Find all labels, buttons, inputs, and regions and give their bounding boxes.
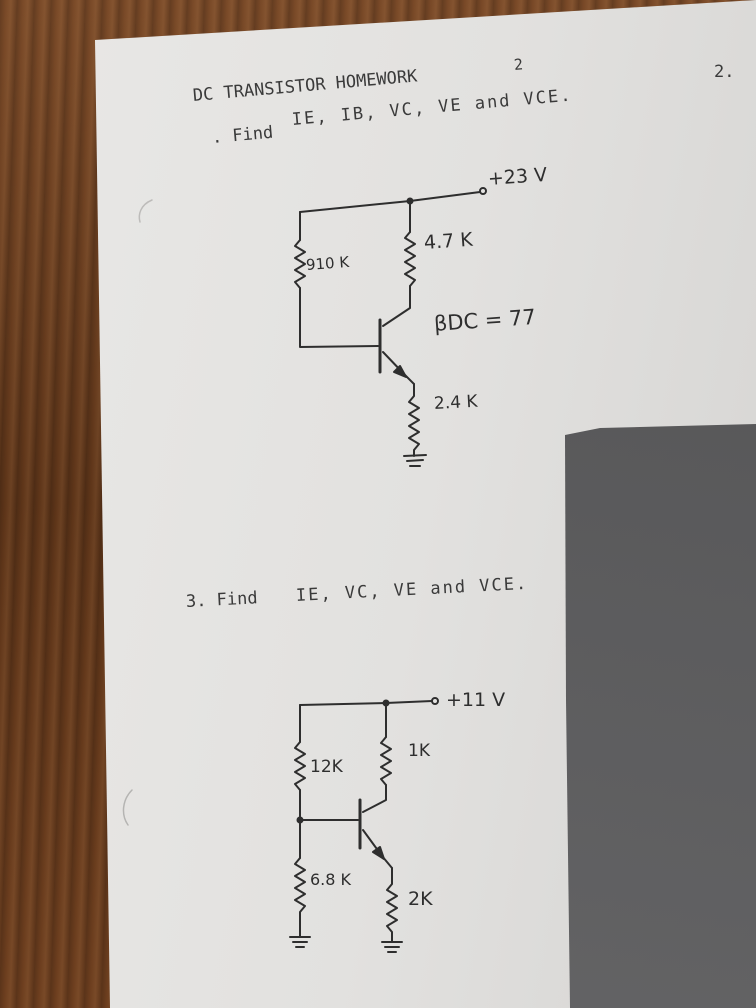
problem2-supply-terminal bbox=[479, 187, 487, 195]
problem2-collector-resistor bbox=[404, 231, 416, 287]
problem3-emitter-resistor-label: 2K bbox=[408, 888, 433, 910]
problem2-left-wire-bottom bbox=[299, 287, 379, 348]
problem3-supply-label: +11 V bbox=[446, 689, 506, 711]
faint-bracket-mark-1 bbox=[138, 199, 153, 223]
problem2-top-rail bbox=[299, 191, 481, 213]
problem3-top-rail bbox=[299, 700, 433, 706]
problem2-circuit bbox=[294, 187, 487, 467]
problem3-left-ground bbox=[289, 936, 311, 948]
problem3-collector-resistor bbox=[380, 736, 392, 786]
problem3-circuit bbox=[289, 697, 439, 953]
problem2-emitter-arrow bbox=[393, 365, 407, 378]
problem2-collector-wire-bottom bbox=[382, 285, 411, 327]
problem3-emitter-resistor bbox=[386, 867, 398, 943]
corner-number: 2. bbox=[714, 62, 735, 82]
problem2-ground bbox=[403, 454, 427, 467]
problem3-supply-terminal bbox=[431, 697, 439, 705]
problem3-emitter-arrow bbox=[372, 846, 385, 860]
problem3-collector-resistor-label: 1K bbox=[408, 741, 430, 761]
problem3-top-resistor bbox=[294, 741, 306, 791]
problem3-bottom-resistor-label: 6.8 K bbox=[310, 870, 352, 889]
problem3-collector-wire-bottom bbox=[362, 784, 387, 813]
problem3-right-ground bbox=[381, 941, 403, 953]
problem3-bottom-resistor bbox=[294, 857, 306, 937]
problem2-base-resistor bbox=[294, 239, 306, 289]
problem3-top-resistor-label: 12K bbox=[310, 757, 343, 777]
faint-bracket-mark-2 bbox=[122, 789, 133, 826]
problem2-emitter-resistor bbox=[408, 383, 420, 457]
problem3-mid-wire bbox=[299, 789, 359, 821]
